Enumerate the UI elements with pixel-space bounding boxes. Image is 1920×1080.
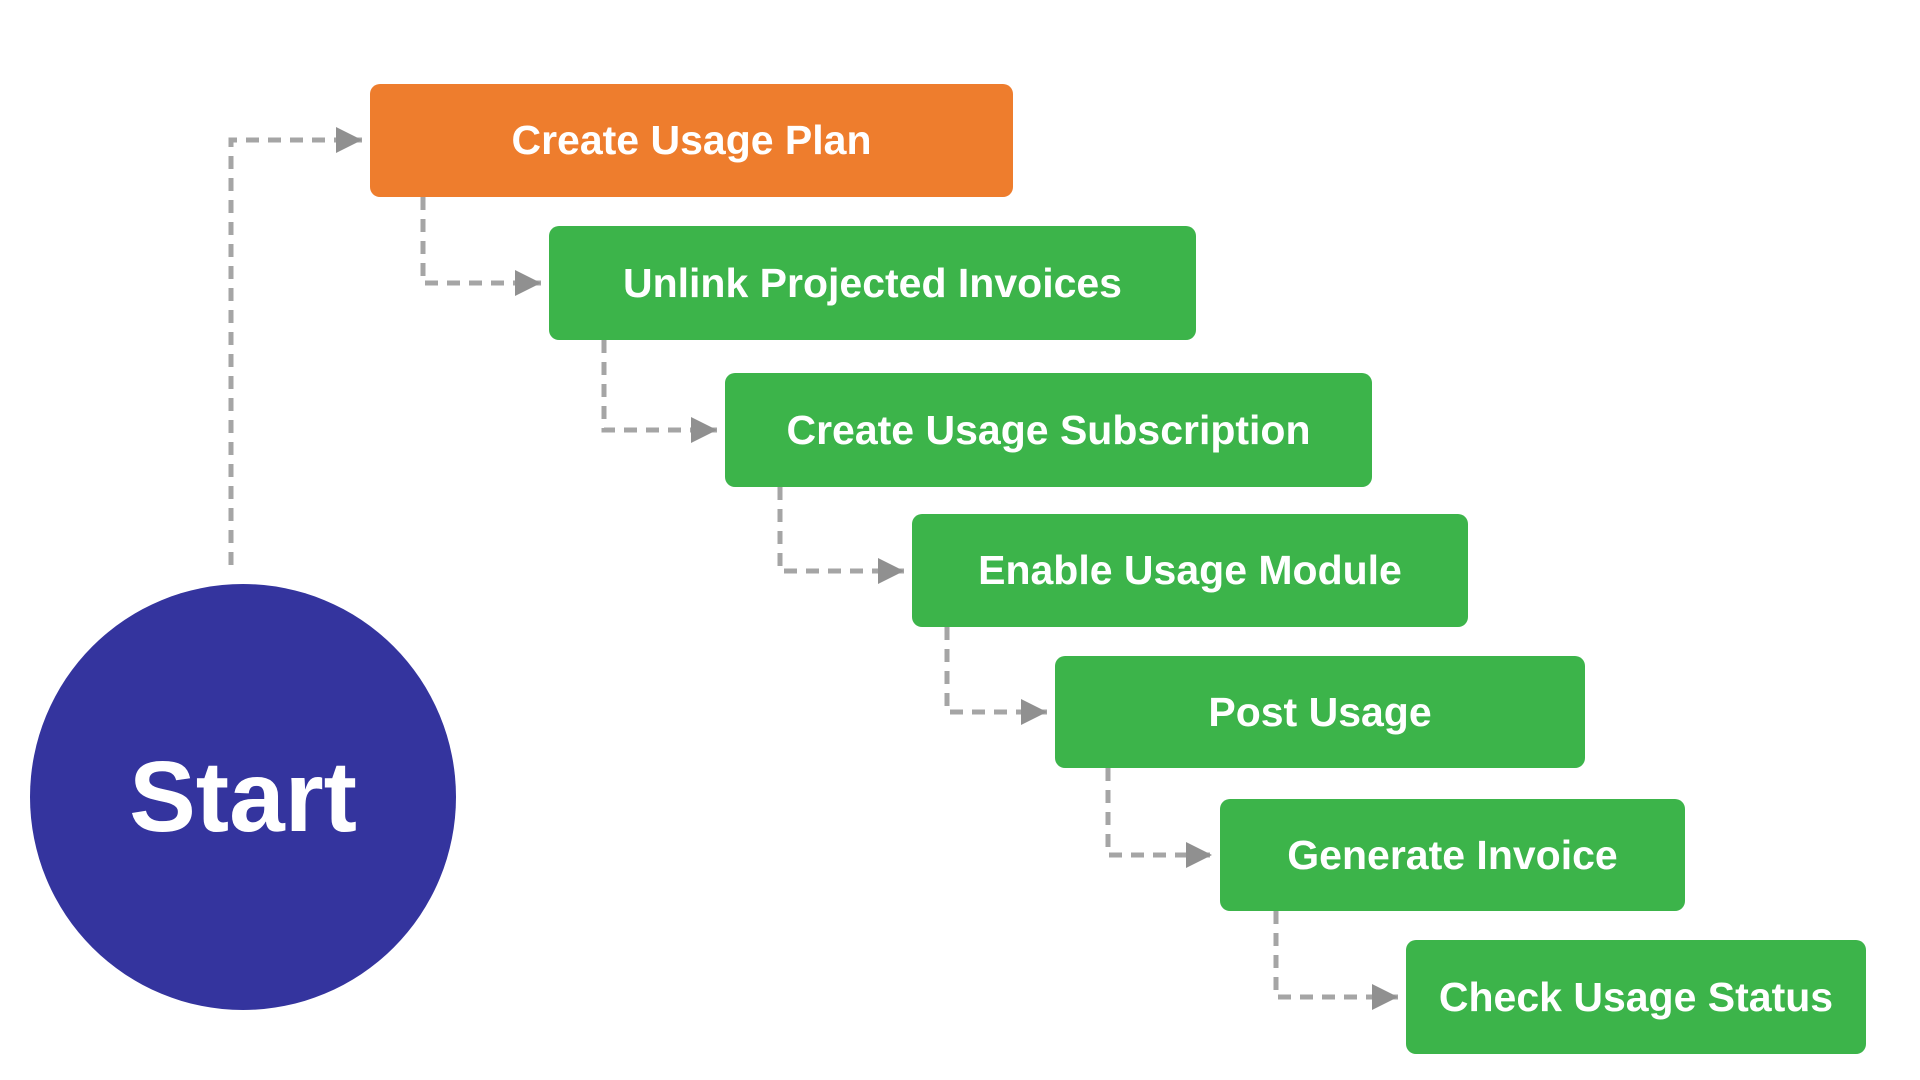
step-label: Unlink Projected Invoices bbox=[623, 259, 1122, 306]
step-label: Generate Invoice bbox=[1287, 831, 1618, 878]
step-node-create-usage-subscription: Create Usage Subscription bbox=[725, 373, 1372, 487]
step-label: Create Usage Plan bbox=[511, 117, 872, 163]
connector-step5-to-step6 bbox=[1105, 768, 1212, 868]
connector-start-to-step1 bbox=[228, 127, 362, 565]
step-label: Check Usage Status bbox=[1438, 973, 1834, 1020]
step-label: Enable Usage Module bbox=[978, 547, 1402, 593]
step-node-unlink-projected-invoices: Unlink Projected Invoices bbox=[549, 226, 1196, 340]
step-node-post-usage: Post Usage bbox=[1055, 656, 1585, 768]
start-label: Start bbox=[129, 741, 357, 853]
start-node: Start bbox=[30, 584, 456, 1010]
connector-step6-to-step7 bbox=[1273, 911, 1398, 1010]
step-label: Post Usage bbox=[1208, 688, 1432, 735]
step-node-generate-invoice: Generate Invoice bbox=[1220, 799, 1685, 911]
step-label: Create Usage Subscription bbox=[786, 406, 1311, 453]
connector-step2-to-step3 bbox=[601, 340, 717, 443]
connector-step4-to-step5 bbox=[944, 627, 1047, 725]
step-node-check-usage-status: Check Usage Status bbox=[1406, 940, 1866, 1054]
step-node-create-usage-plan: Create Usage Plan bbox=[370, 84, 1013, 197]
step-node-enable-usage-module: Enable Usage Module bbox=[912, 514, 1468, 627]
connector-step3-to-step4 bbox=[777, 487, 904, 584]
connector-step1-to-step2 bbox=[420, 197, 541, 296]
